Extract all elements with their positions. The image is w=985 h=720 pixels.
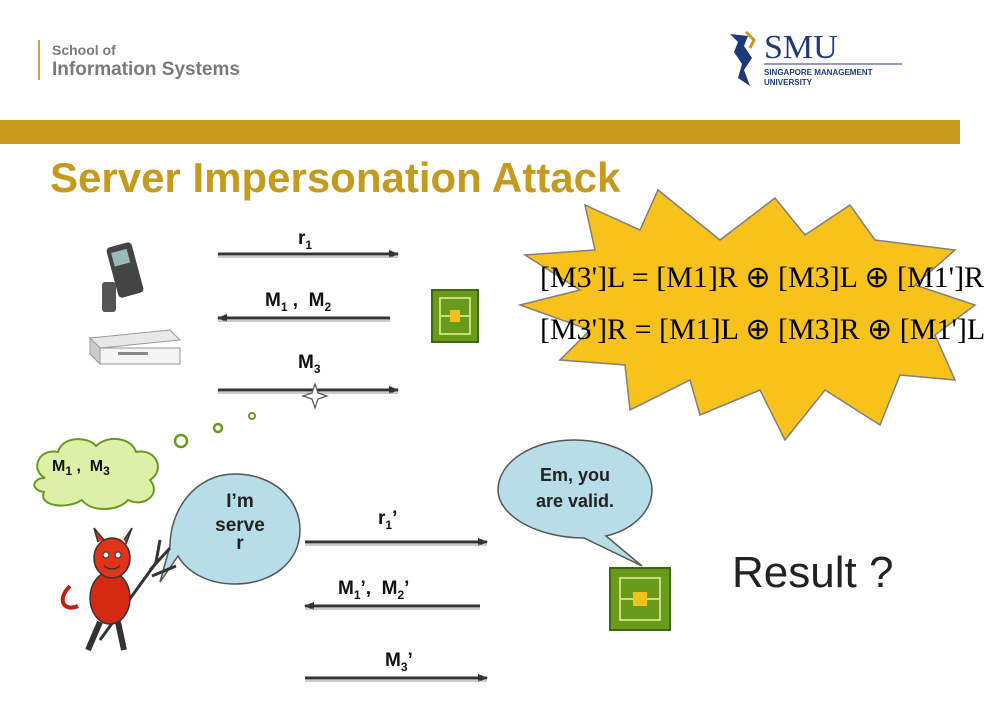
slide-title: Server Impersonation Attack: [50, 154, 621, 201]
rfid-reader-icon: [102, 242, 144, 312]
label-r1-prime: r1’: [378, 508, 398, 532]
explosion-shape: [517, 188, 977, 442]
diagram-canvas: [33, 188, 977, 682]
label-m3: M3: [298, 352, 321, 376]
label-m1-m2: M1 , M2: [265, 290, 332, 314]
tag-speech-bubble: [497, 439, 653, 567]
thought-cloud: [33, 437, 159, 510]
tag-speech-text: Em, you are valid.: [535, 465, 615, 511]
school-line1: School of: [52, 42, 116, 58]
attacker-speech-text: I’m serve r: [215, 491, 265, 554]
rfid-tag-icon: [431, 289, 479, 343]
thought-text: M1 , M3: [52, 458, 110, 479]
logo-text: SMU: [764, 29, 838, 66]
logo-sub2: UNIVERSITY: [764, 78, 813, 87]
server-icon: [88, 329, 182, 366]
thought-dot: [173, 433, 189, 449]
rfid-tag-icon: [609, 567, 671, 631]
thought-dot: [212, 422, 224, 434]
result-text: Result ?: [732, 548, 894, 597]
label-m1-m2-prime: M1’, M2’: [338, 578, 410, 602]
intercept-star-icon: [301, 382, 329, 410]
smu-lion-icon: [730, 34, 752, 86]
attacker-speech-bubble: [159, 473, 301, 585]
label-m3-prime: M3’: [385, 650, 413, 674]
logo-sub1: SINGAPORE MANAGEMENT: [764, 68, 873, 77]
equation-line1: [M3']L = [M1]R ⊕ [M3]L ⊕ [M1']R: [540, 261, 985, 294]
thought-dot: [248, 412, 256, 420]
school-name: School of Information Systems: [38, 40, 240, 80]
label-r1: r1: [298, 228, 313, 252]
school-line2: Information Systems: [52, 59, 240, 80]
smu-logo: SMU SINGAPORE MANAGEMENT UNIVERSITY: [712, 12, 912, 112]
header-band: [0, 120, 960, 144]
equation-line2: [M3']R = [M1]L ⊕ [M3]R ⊕ [M1']L: [540, 313, 985, 346]
devil-attacker-icon: [60, 527, 177, 652]
